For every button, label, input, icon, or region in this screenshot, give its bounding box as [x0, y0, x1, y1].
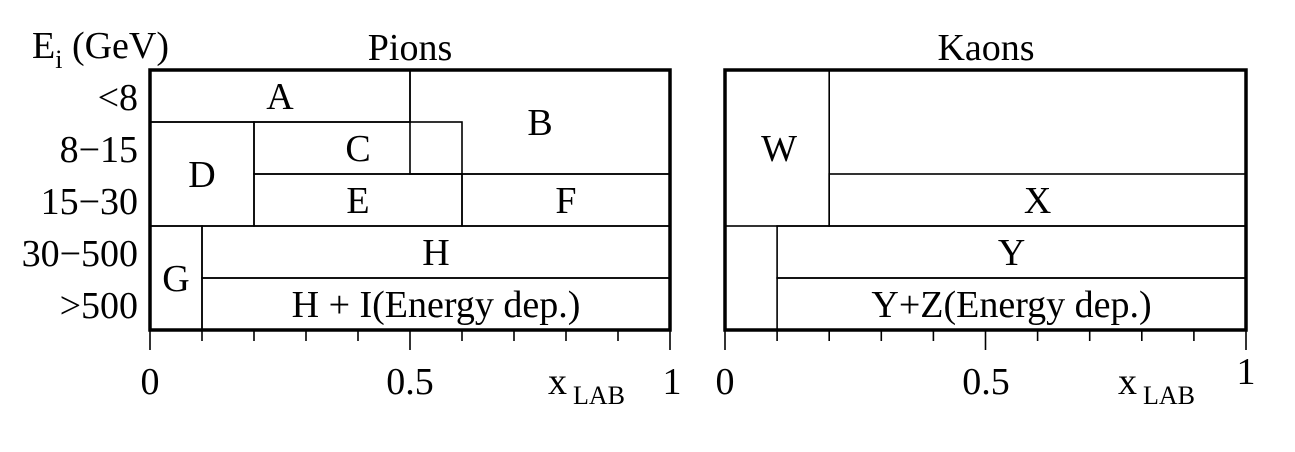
- region-label: X: [1024, 180, 1051, 222]
- region-label: Y+Z(Energy dep.): [871, 284, 1151, 326]
- y-bin-label: >500: [60, 285, 138, 327]
- y-bin-label: 8−15: [60, 129, 138, 171]
- region-label: B: [527, 102, 552, 144]
- region-label: E: [346, 180, 369, 222]
- region-label: C: [345, 128, 370, 170]
- kaons-x-tick-label: 0: [716, 361, 735, 403]
- pions-frame: [148, 68, 672, 332]
- region-label: W: [761, 128, 797, 170]
- kaons-x-tick-label: 0.5: [962, 361, 1010, 403]
- y-bin-label: 15−30: [41, 181, 138, 223]
- region-label: Y: [998, 232, 1025, 274]
- kaons-x-tick-label: 1: [1237, 351, 1256, 393]
- y-bin-label: 30−500: [22, 233, 138, 275]
- y-bin-label: <8: [98, 77, 138, 119]
- kaons-regions: W XY Y+Z(Energy dep.): [724, 69, 1247, 331]
- pions-regions: A B C D E F G H H + I(Energy dep.): [149, 69, 671, 331]
- pions-x-tick-label: 1: [663, 361, 682, 403]
- pions-x-tick-label: 0.5: [386, 361, 434, 403]
- region-label: H: [422, 232, 449, 274]
- region-label: F: [555, 180, 576, 222]
- region-label: D: [188, 154, 215, 196]
- panel-title-pions: Pions: [368, 27, 452, 69]
- kaons-frame: [723, 68, 1248, 332]
- panel-title-kaons: Kaons: [937, 27, 1034, 69]
- region-label: A: [266, 76, 294, 118]
- pions-x-tick-label: 0: [141, 361, 160, 403]
- region-label: G: [162, 258, 189, 300]
- kaons-x-ticks: [724, 330, 1247, 350]
- region-label: H + I(Energy dep.): [292, 284, 581, 326]
- pions-x-ticks: [149, 330, 671, 350]
- y-axis-title: Ei (GeV): [32, 25, 169, 74]
